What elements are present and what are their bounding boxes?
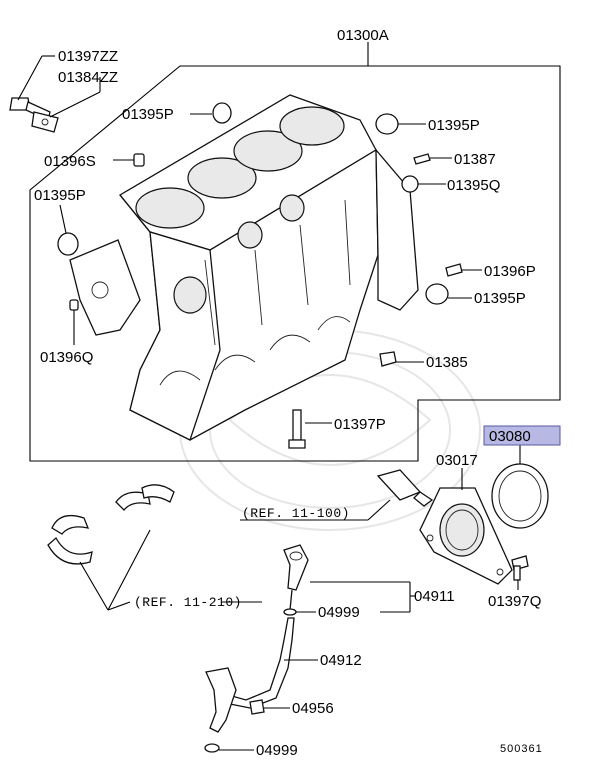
diagram-code: 500361	[500, 743, 543, 755]
label-pin-387[interactable]: 01387	[454, 151, 496, 168]
label-bolt-zz1[interactable]: 01397ZZ	[58, 48, 118, 65]
oil-gauge-04911[interactable]	[283, 544, 309, 611]
label-plug-p4[interactable]: 01395P	[474, 290, 526, 307]
label-bolt-p[interactable]: 01397P	[334, 416, 386, 433]
label-bracket-zz2[interactable]: 01384ZZ	[58, 69, 118, 86]
sealant-tube[interactable]	[376, 469, 434, 507]
label-pin-s[interactable]: 01396S	[44, 153, 96, 170]
ref-11-210[interactable]: (REF. 11-210)	[134, 595, 242, 610]
bracket-01384zz[interactable]	[31, 111, 59, 133]
label-gauge-assy[interactable]: 04911	[414, 588, 455, 605]
bolt-04956[interactable]	[249, 699, 265, 715]
block-frame	[29, 65, 561, 462]
gauge-guide-04912[interactable]	[205, 617, 295, 733]
label-seal-03080[interactable]: 03080	[489, 428, 531, 445]
plug-01395p-1[interactable]	[212, 102, 232, 124]
label-plug-p3[interactable]: 01395P	[34, 187, 86, 204]
label-case[interactable]: 03017	[436, 452, 478, 469]
oring-04999-upper[interactable]	[283, 608, 297, 616]
label-block[interactable]: 01300A	[337, 27, 389, 44]
label-plug-q[interactable]: 01395Q	[447, 177, 500, 194]
bolt-01397p[interactable]	[288, 409, 306, 449]
plug-01395p-3[interactable]	[57, 232, 79, 256]
oil-seal-03080[interactable]	[491, 463, 549, 529]
highlight-box-03080	[483, 425, 561, 446]
label-pin-p[interactable]: 01396P	[484, 263, 536, 280]
label-oring-upper[interactable]: 04999	[318, 604, 360, 621]
label-bolt-q[interactable]: 01397Q	[488, 593, 541, 610]
pin-01396p[interactable]	[445, 263, 463, 277]
oring-04999-lower[interactable]	[204, 743, 220, 753]
plug-01395p-2[interactable]	[375, 113, 399, 135]
label-oring-lower[interactable]: 04999	[256, 742, 298, 759]
oil-seal-case-03017[interactable]	[419, 487, 513, 585]
cylinder-block[interactable]	[69, 94, 419, 441]
label-pin-q[interactable]: 01396Q	[40, 349, 93, 366]
label-guide[interactable]: 04912	[320, 652, 362, 669]
label-plug-385[interactable]: 01385	[426, 354, 468, 371]
bearing-shells[interactable]	[47, 484, 175, 565]
plug-01395p-4[interactable]	[425, 283, 449, 305]
label-plug-p2[interactable]: 01395P	[428, 117, 480, 134]
label-bolt-956[interactable]: 04956	[292, 700, 334, 717]
bolt-01397q[interactable]	[511, 555, 529, 581]
ref-11-100[interactable]: (REF. 11-100)	[242, 506, 350, 521]
plug-01395q[interactable]	[401, 175, 419, 193]
pin-01387[interactable]	[413, 153, 431, 165]
pin-01396q[interactable]	[69, 299, 79, 311]
label-plug-p1[interactable]: 01395P	[122, 106, 174, 123]
pin-01396s[interactable]	[133, 153, 145, 167]
